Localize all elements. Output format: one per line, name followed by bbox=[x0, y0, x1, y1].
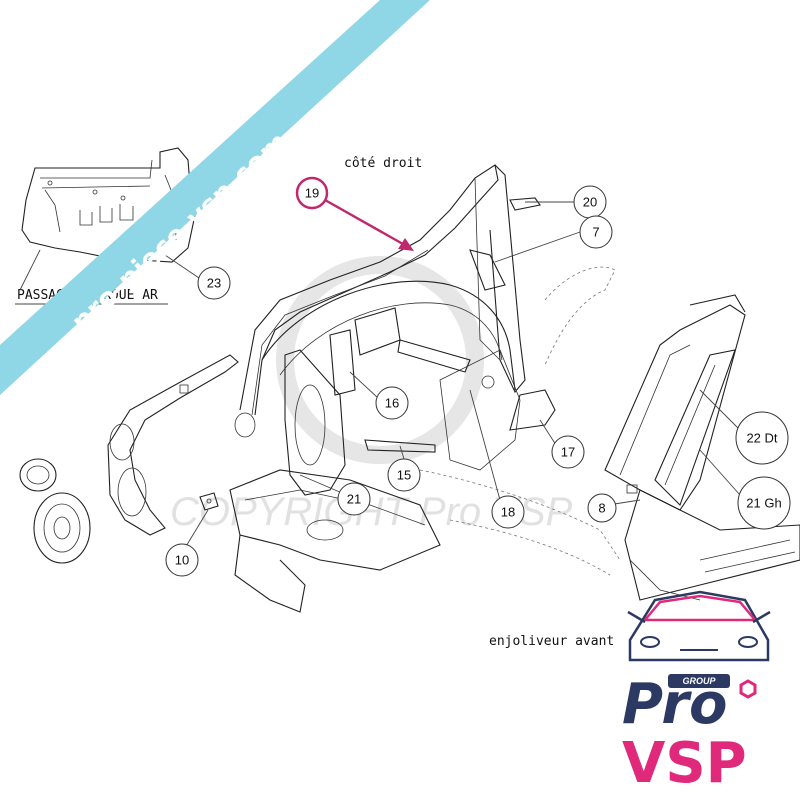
svg-text:16: 16 bbox=[385, 396, 399, 411]
group-tag-text: GROUP bbox=[682, 676, 716, 686]
headlight-shroud-drawing bbox=[107, 354, 239, 536]
wheel-arch-part-drawing bbox=[21, 147, 196, 263]
callout-19-arrow bbox=[324, 198, 414, 251]
pillar-trim-drawing bbox=[604, 294, 800, 601]
callout-7: 7 bbox=[579, 215, 613, 249]
svg-text:10: 10 bbox=[175, 553, 189, 568]
logo-vsp-text: VSP bbox=[622, 731, 747, 796]
callout-18: 18 bbox=[491, 495, 525, 529]
svg-text:23: 23 bbox=[207, 276, 221, 291]
logo-pro-text: Pro bbox=[622, 672, 727, 737]
ghost-body-outline bbox=[419, 266, 621, 576]
callout-19: 19 bbox=[295, 176, 329, 210]
side-label: côté droit bbox=[344, 156, 422, 171]
svg-text:15: 15 bbox=[397, 468, 411, 483]
callout-leaders bbox=[164, 201, 741, 549]
car-icon bbox=[627, 590, 771, 662]
callout-20: 20 bbox=[573, 185, 607, 219]
callout-16: 16 bbox=[375, 386, 409, 420]
svg-text:8: 8 bbox=[598, 501, 605, 516]
callout-21: 21 bbox=[337, 482, 371, 516]
svg-text:19: 19 bbox=[305, 186, 319, 201]
callout-23: 23 bbox=[197, 266, 231, 300]
pro-vsp-logo: GROUP Pro VSP bbox=[622, 590, 771, 796]
svg-text:21 Gh: 21 Gh bbox=[746, 496, 781, 511]
callout-10: 10 bbox=[165, 543, 199, 577]
callout-17: 17 bbox=[551, 435, 585, 469]
callout-22-dt: 22 Dt bbox=[735, 411, 789, 465]
callout-15: 15 bbox=[387, 458, 421, 492]
hex-icon bbox=[739, 679, 757, 699]
svg-text:18: 18 bbox=[501, 505, 515, 520]
watermark-banner: pro-piece-vsp.com bbox=[0, 0, 430, 395]
headlamp-drawing bbox=[19, 458, 91, 564]
wheel-arch-leader bbox=[19, 249, 41, 291]
svg-text:20: 20 bbox=[583, 195, 597, 210]
callout-8: 8 bbox=[587, 493, 617, 523]
watermark-banner-text: pro-piece-vsp.com bbox=[66, 126, 295, 338]
callout-21-gh: 21 Gh bbox=[737, 476, 791, 530]
group-tag bbox=[668, 674, 730, 688]
inner-wing-assembly-drawing bbox=[229, 164, 556, 613]
svg-text:7: 7 bbox=[592, 225, 599, 240]
svg-text:17: 17 bbox=[561, 445, 575, 460]
clip-part-drawing bbox=[199, 492, 219, 511]
svg-text:21: 21 bbox=[347, 492, 361, 507]
svg-text:22 Dt: 22 Dt bbox=[746, 431, 777, 446]
front-trim-label: enjoliveur avant bbox=[489, 634, 614, 649]
